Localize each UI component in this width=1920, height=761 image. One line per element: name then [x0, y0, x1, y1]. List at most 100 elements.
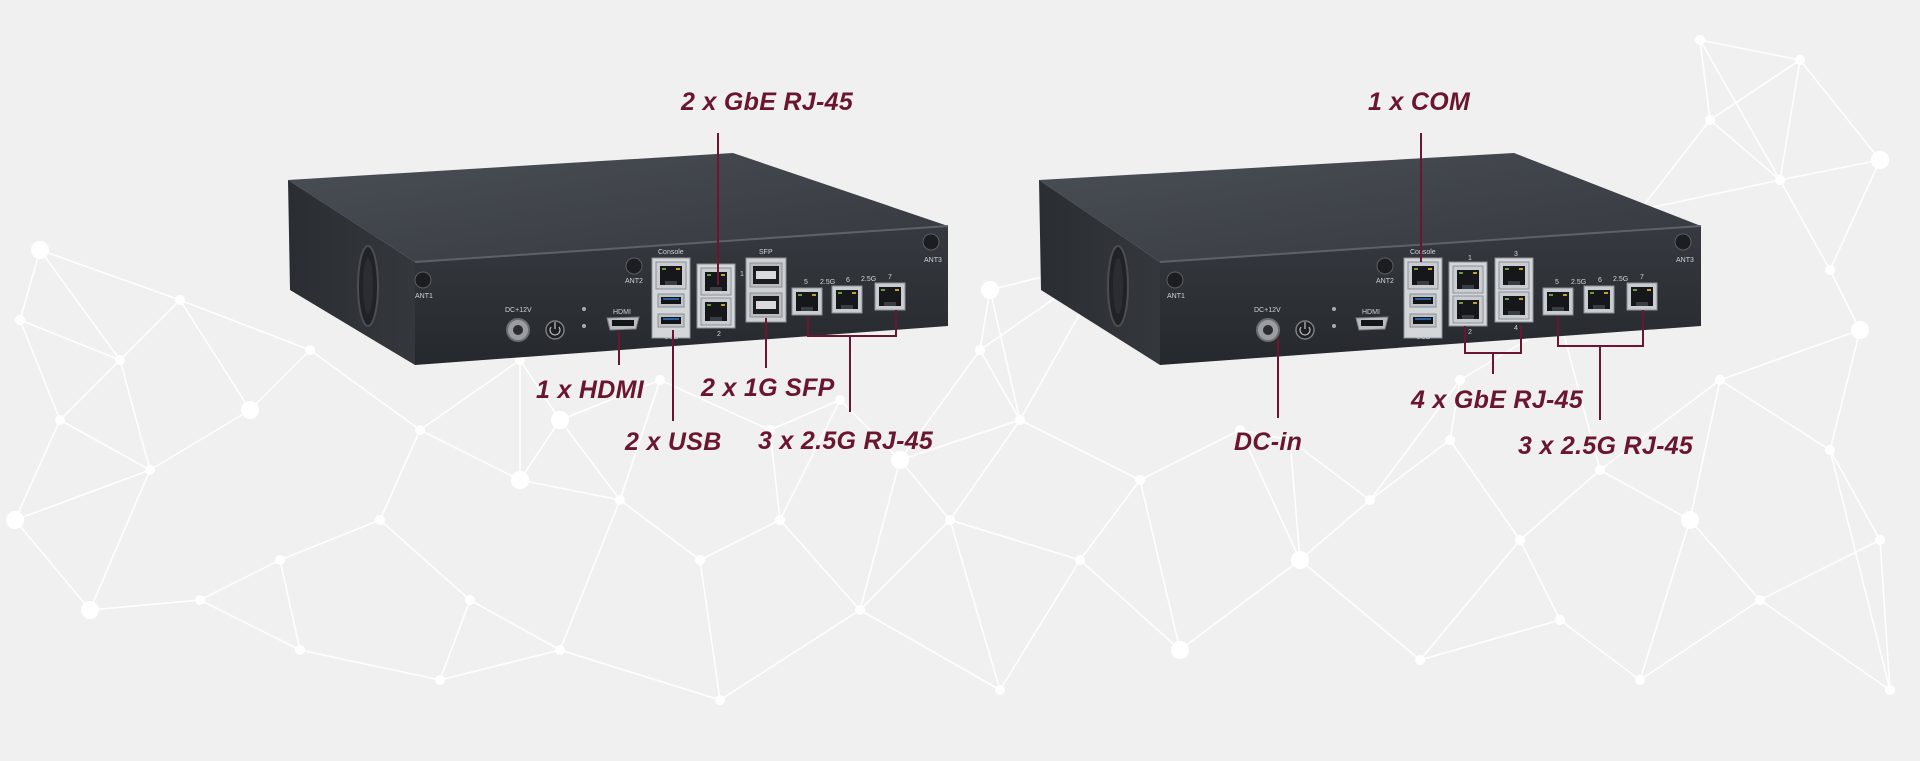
- mesh-line: [989, 289, 1021, 421]
- left-ant2-label: ANT2: [625, 278, 643, 285]
- right-port5-label: 5: [1555, 279, 1559, 286]
- mesh-line: [519, 419, 561, 481]
- right-ant3-label: ANT3: [1676, 257, 1694, 264]
- callout-right-gbe-rj45: 4 x GbE RJ-45: [1411, 386, 1584, 414]
- mesh-line: [1709, 119, 1781, 181]
- mesh-node: [1455, 375, 1465, 385]
- mesh-line: [89, 469, 151, 611]
- mesh-line: [149, 409, 251, 471]
- mesh-line: [1639, 599, 1761, 681]
- mesh-node: [835, 395, 845, 405]
- mesh-node: [555, 645, 565, 655]
- mesh-line: [89, 599, 201, 611]
- mesh-line: [309, 349, 421, 431]
- mesh-line: [1639, 119, 1711, 211]
- mesh-line: [1779, 59, 1801, 181]
- mesh-line: [1369, 439, 1451, 501]
- mesh-node: [145, 465, 155, 475]
- mesh-node: [435, 675, 445, 685]
- mesh-node: [465, 595, 475, 605]
- left-ant1-label: ANT1: [415, 293, 433, 300]
- left-usb-label: USB: [664, 334, 679, 341]
- mesh-line: [1559, 619, 1641, 681]
- mesh-line: [979, 289, 991, 351]
- mesh-node: [1595, 465, 1605, 475]
- mesh-line: [1599, 469, 1691, 521]
- mesh-line: [14, 469, 151, 521]
- mesh-line: [1079, 479, 1141, 561]
- right-port4-label: 4: [1514, 325, 1518, 332]
- mesh-line: [59, 419, 151, 471]
- mesh-line: [1799, 59, 1881, 161]
- mesh-line: [949, 519, 1081, 561]
- mesh-line: [1289, 439, 1301, 561]
- left-ant3-label: ANT3: [924, 257, 942, 264]
- mesh-node: [981, 281, 999, 299]
- mesh-line: [1759, 599, 1891, 691]
- callout-left-usb: 2 x USB: [625, 428, 722, 456]
- right-device: Console DC+12V HDMI USB ANT1 ANT2 ANT3 1…: [1039, 133, 1702, 420]
- mesh-line: [979, 349, 1021, 421]
- mesh-node: [1871, 151, 1889, 169]
- right-dc-label: DC+12V: [1254, 307, 1281, 314]
- mesh-node: [775, 515, 785, 525]
- mesh-line: [699, 559, 721, 701]
- mesh-line: [39, 249, 181, 301]
- left-port7-label: 7: [888, 274, 892, 281]
- mesh-node: [1825, 265, 1835, 275]
- mesh-line: [1239, 429, 1291, 441]
- mesh-node: [1365, 495, 1375, 505]
- right-port2-label: 2: [1468, 329, 1472, 336]
- mesh-line: [699, 519, 781, 561]
- mesh-line: [14, 419, 61, 521]
- mesh-line: [779, 399, 841, 521]
- mesh-node: [511, 471, 529, 489]
- callout-right-com: 1 x COM: [1368, 88, 1471, 116]
- mesh-node: [1171, 641, 1189, 659]
- mesh-line: [1639, 179, 1781, 211]
- left-hdmi-label: HDMI: [613, 309, 631, 316]
- mesh-line: [39, 249, 121, 361]
- mesh-line: [279, 519, 381, 561]
- mesh-line: [1689, 379, 1721, 521]
- mesh-line: [659, 379, 771, 431]
- mesh-line: [439, 599, 471, 681]
- mesh-line: [859, 459, 901, 611]
- mesh-line: [19, 319, 121, 361]
- mesh-node: [1635, 675, 1645, 685]
- mesh-node: [615, 495, 625, 505]
- mesh-line: [1779, 179, 1831, 271]
- mesh-line: [299, 649, 441, 681]
- mesh-line: [1699, 39, 1801, 61]
- mesh-line: [899, 349, 981, 461]
- mesh-node: [1715, 375, 1725, 385]
- right-ant2-label: ANT2: [1376, 278, 1394, 285]
- mesh-line: [1639, 519, 1691, 681]
- mesh-line: [1019, 419, 1141, 481]
- mesh-line: [419, 359, 521, 431]
- mesh-node: [551, 411, 569, 429]
- mesh-line: [1369, 379, 1461, 501]
- mesh-line: [179, 299, 311, 351]
- mesh-line: [949, 419, 1021, 521]
- network-mesh-background: [14, 39, 1891, 701]
- mesh-node: [31, 241, 49, 259]
- mesh-line: [519, 479, 621, 501]
- mesh-line: [559, 379, 661, 421]
- right-port25b-label: 2.5G: [1613, 276, 1628, 283]
- mesh-node: [1851, 321, 1869, 339]
- right-ant1-label: ANT1: [1167, 293, 1185, 300]
- mesh-line: [249, 349, 311, 411]
- left-port25b-label: 2.5G: [861, 276, 876, 283]
- mesh-line: [1599, 379, 1721, 471]
- mesh-node: [995, 685, 1005, 695]
- mesh-node: [55, 415, 65, 425]
- mesh-line: [999, 559, 1081, 691]
- mesh-line: [1879, 539, 1891, 691]
- callout-left-2-5g-rj45: 3 x 2.5G RJ-45: [758, 427, 934, 455]
- mesh-node: [1235, 425, 1245, 435]
- mesh-node: [975, 345, 985, 355]
- callout-left-sfp: 2 x 1G SFP: [701, 374, 835, 402]
- mesh-line: [419, 429, 521, 481]
